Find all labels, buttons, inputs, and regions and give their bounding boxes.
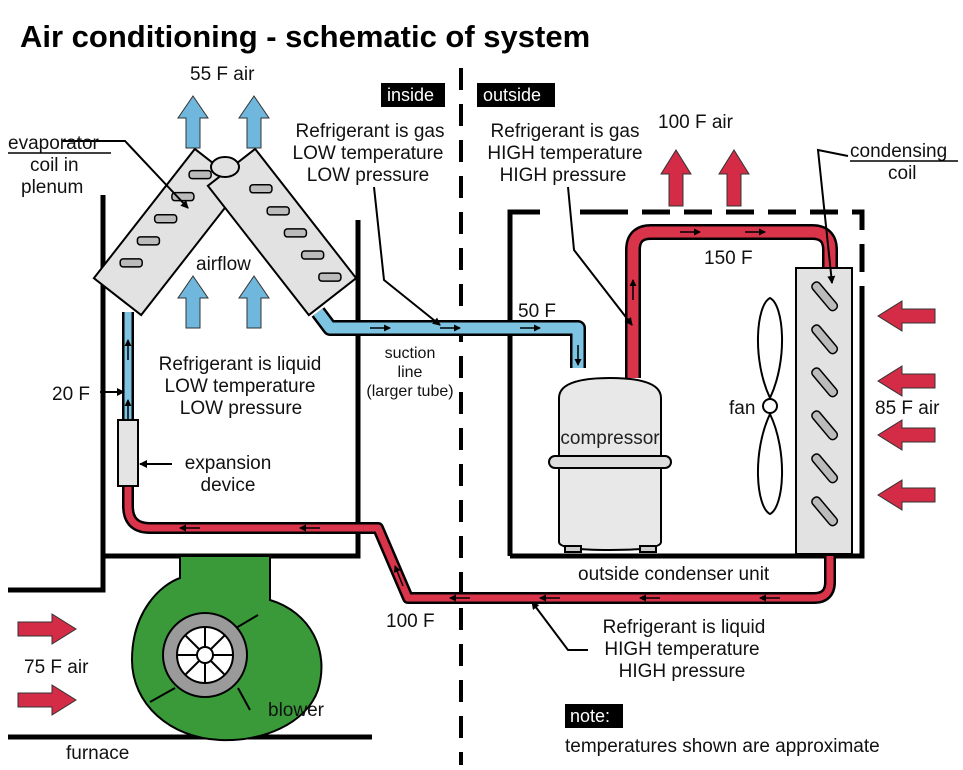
expansion-label: expansion device — [185, 453, 272, 496]
furnace-label: furnace — [66, 743, 129, 764]
inside-tag: inside — [381, 83, 445, 107]
liquid-high-label: Refrigerant is liquid HIGH temperature H… — [603, 617, 766, 682]
svg-text:LOW pressure: LOW pressure — [180, 398, 302, 419]
condensing-coil-label: condensing coil — [850, 141, 958, 184]
blower — [130, 555, 323, 742]
evaporator-label: evaporator coil in plenum — [8, 133, 111, 198]
liquid-line — [122, 486, 836, 604]
suction-line-label: suction line (larger tube) — [366, 345, 453, 400]
svg-text:LOW temperature: LOW temperature — [165, 376, 316, 397]
expansion-device — [117, 419, 139, 487]
gas-low-label: Refrigerant is gas LOW temperature LOW p… — [293, 121, 445, 186]
compressor-label: compressor — [560, 428, 660, 449]
air-100-label: 100 F air — [658, 112, 734, 133]
svg-text:Refrigerant is liquid: Refrigerant is liquid — [159, 354, 322, 375]
svg-text:LOW pressure: LOW pressure — [307, 165, 429, 186]
condensing-coil — [795, 267, 853, 555]
svg-text:note:: note: — [570, 706, 610, 726]
svg-text:HIGH pressure: HIGH pressure — [500, 165, 627, 186]
return-air-arrows — [17, 613, 77, 716]
svg-text:inside: inside — [387, 85, 434, 105]
svg-text:suction: suction — [385, 345, 436, 362]
temp-20-label: 20 F — [52, 384, 90, 405]
outside-air-arrows — [877, 300, 936, 511]
hot-gas-line — [625, 224, 838, 378]
evaporator-coil — [92, 147, 358, 317]
outside-tag: outside — [477, 83, 555, 107]
svg-text:Refrigerant is liquid: Refrigerant is liquid — [603, 617, 766, 638]
airflow-label: airflow — [196, 254, 251, 275]
hot-air-arrows-up — [660, 149, 750, 207]
temp-100-label: 100 F — [386, 611, 435, 632]
condenser-unit-box — [507, 209, 865, 559]
svg-text:outside: outside — [483, 85, 541, 105]
fan-icon — [756, 296, 784, 516]
diagram-title: Air conditioning - schematic of system — [20, 19, 590, 54]
svg-text:device: device — [201, 475, 256, 496]
air-75-label: 75 F air — [24, 657, 89, 678]
suction-line — [311, 307, 586, 368]
svg-text:HIGH temperature: HIGH temperature — [487, 143, 642, 164]
svg-text:plenum: plenum — [21, 177, 83, 198]
svg-text:(larger tube): (larger tube) — [366, 383, 453, 400]
air-55-label: 55 F air — [190, 64, 255, 85]
liquid-low-label: Refrigerant is liquid LOW temperature LO… — [159, 354, 322, 419]
svg-text:expansion: expansion — [185, 453, 272, 474]
svg-text:Refrigerant is gas: Refrigerant is gas — [491, 121, 640, 142]
svg-text:coil: coil — [888, 163, 917, 184]
svg-text:Refrigerant is gas: Refrigerant is gas — [296, 121, 445, 142]
blower-label: blower — [268, 700, 325, 721]
svg-text:condensing: condensing — [850, 141, 947, 162]
temp-50-label: 50 F — [518, 301, 556, 322]
svg-text:HIGH pressure: HIGH pressure — [619, 661, 746, 682]
svg-text:LOW temperature: LOW temperature — [293, 143, 444, 164]
condenser-unit-label: outside condenser unit — [578, 564, 770, 585]
gas-high-label: Refrigerant is gas HIGH temperature HIGH… — [487, 121, 642, 186]
compressor — [548, 376, 672, 553]
cold-air-arrows — [177, 95, 270, 329]
svg-text:evaporator: evaporator — [8, 133, 100, 154]
svg-text:line: line — [398, 364, 423, 381]
svg-text:HIGH temperature: HIGH temperature — [604, 639, 759, 660]
svg-text:coil in: coil in — [30, 155, 79, 176]
temp-150-label: 150 F — [704, 248, 753, 269]
fan-label: fan — [729, 398, 755, 419]
note-tag: note: — [565, 704, 623, 728]
leader-lines — [62, 140, 849, 651]
note-text: temperatures shown are approximate — [565, 736, 880, 757]
air-85-label: 85 F air — [875, 398, 940, 419]
